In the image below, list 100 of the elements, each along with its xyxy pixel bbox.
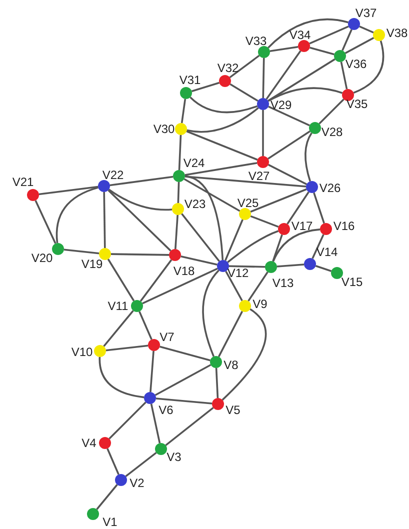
vertex-label: V18 — [173, 265, 195, 277]
vertex-label: V13 — [272, 277, 294, 289]
vertex — [52, 243, 64, 255]
vertex — [180, 87, 192, 99]
graph-edge — [140, 259, 172, 302]
graph-edge — [178, 134, 182, 170]
vertex-label: V30 — [153, 123, 175, 135]
graph-edge — [270, 46, 298, 52]
graph-edge — [268, 130, 310, 160]
graph-edge — [108, 188, 172, 211]
vertex — [175, 123, 187, 135]
graph-edge — [181, 213, 220, 262]
vertex — [342, 89, 354, 101]
vertex — [331, 267, 343, 279]
graph-edge — [227, 230, 279, 263]
vertex — [115, 474, 127, 486]
graph-edge — [165, 407, 214, 446]
vertex — [212, 398, 224, 410]
graph-edge — [222, 308, 267, 401]
graph-edge — [107, 258, 135, 302]
vertex — [304, 258, 316, 270]
vertex-label: V22 — [102, 169, 124, 181]
graph-edge — [268, 18, 348, 48]
vertex — [98, 180, 110, 192]
graph-edge — [318, 98, 344, 124]
vertex-label: V8 — [224, 359, 238, 371]
graph-edge — [110, 253, 170, 256]
vertex — [373, 29, 385, 41]
vertex — [144, 392, 156, 404]
graph-edge — [272, 234, 283, 262]
graph-edge — [262, 110, 264, 156]
graph-edge — [266, 50, 302, 100]
graph-edge — [191, 82, 220, 92]
graph-edge — [106, 344, 148, 352]
graph-edge — [225, 270, 243, 302]
vertex-label: V4 — [82, 437, 96, 449]
graph-edge — [184, 175, 224, 260]
vertex-label: V27 — [248, 170, 270, 182]
vertex — [258, 46, 270, 58]
vertex — [298, 40, 310, 52]
vertex-label: V19 — [81, 258, 103, 270]
vertex — [210, 356, 222, 368]
vertex-label: V5 — [226, 404, 240, 416]
graph-edge — [34, 200, 56, 244]
graph-edge — [353, 40, 384, 94]
vertex-label: V12 — [227, 267, 249, 279]
graph-edge — [96, 484, 118, 510]
graph-edge — [315, 265, 332, 272]
vertex — [99, 248, 111, 260]
graph-edge — [150, 404, 161, 444]
graph-edge — [125, 452, 157, 478]
vertex-label: V34 — [289, 29, 311, 41]
graph-edge — [106, 448, 120, 475]
vertex-label: V24 — [183, 157, 205, 169]
vertex-label: V15 — [341, 276, 363, 288]
graph-edge — [184, 176, 306, 188]
graph-edge — [110, 176, 174, 186]
vertex-label: V1 — [102, 516, 118, 528]
graph-edge — [184, 178, 240, 212]
vertex-label: V37 — [355, 7, 377, 19]
graph-edge — [215, 368, 219, 398]
vertex-label: V21 — [12, 176, 34, 188]
vertex-label: V33 — [245, 35, 267, 47]
graph-edge — [268, 87, 343, 102]
graph-edge — [156, 398, 212, 404]
vertex — [278, 223, 290, 235]
graph-edge — [180, 98, 186, 124]
vertex — [148, 339, 160, 351]
vertex — [265, 261, 277, 273]
graph-edge — [224, 219, 244, 261]
graph-edge — [340, 62, 348, 90]
graph-edge — [138, 311, 152, 340]
graph-edge — [268, 164, 308, 186]
graph-edge — [228, 265, 266, 268]
vertex-label: V6 — [158, 404, 174, 416]
vertex — [348, 18, 360, 30]
graph-edge — [276, 264, 304, 268]
graph-edge — [160, 346, 210, 362]
graph-edge — [218, 310, 244, 358]
graph-edge — [186, 130, 258, 161]
graph-edge — [268, 106, 310, 126]
vertex — [87, 508, 99, 520]
graph-edge — [98, 356, 144, 398]
graph-edge — [56, 186, 98, 244]
graph-edge — [262, 58, 265, 98]
vertex — [172, 203, 184, 215]
graph-edge — [154, 364, 212, 396]
vertex-label: V14 — [316, 246, 338, 258]
vertex-label: V16 — [333, 220, 355, 232]
vertex-label: V35 — [346, 98, 368, 110]
graph-edge — [150, 350, 154, 392]
vertex — [99, 437, 111, 449]
graph-edge — [174, 214, 178, 250]
graph-edge — [108, 402, 146, 440]
vertex — [131, 300, 143, 312]
graph-edge — [190, 96, 258, 114]
vertex — [320, 223, 332, 235]
graph-edge — [268, 58, 336, 102]
graph-edge — [344, 37, 374, 54]
vertex-label: V23 — [184, 198, 206, 210]
